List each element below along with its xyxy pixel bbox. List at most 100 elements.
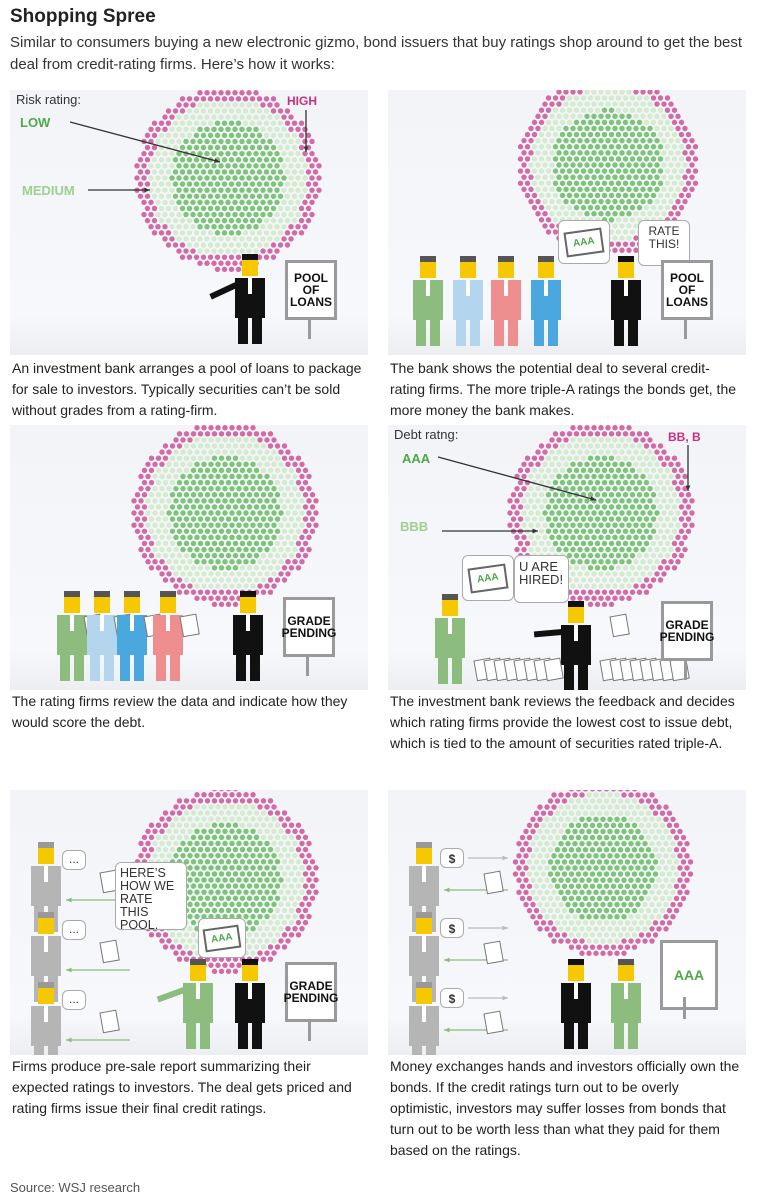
loan-dot (601, 467, 608, 474)
loan-dot (218, 211, 224, 218)
loan-dot (629, 131, 636, 138)
loan-dot (573, 443, 580, 449)
loan-dot (528, 174, 534, 180)
loan-dot (225, 175, 231, 181)
loan-dot (657, 119, 664, 126)
loan-dot (577, 522, 583, 528)
loan-dot (180, 840, 186, 847)
loan-dot (643, 95, 650, 101)
loan-dot (197, 895, 204, 901)
loan-dot (263, 169, 270, 175)
loan-dot (631, 798, 638, 804)
loan-dot (535, 498, 541, 504)
leg (614, 1023, 624, 1049)
loan-dot (524, 168, 531, 174)
loan-dot (264, 485, 270, 492)
loan-dot (197, 199, 203, 206)
loan-dot (151, 217, 158, 224)
loan-dot (298, 181, 305, 187)
loan-dot (253, 932, 260, 938)
loan-dot (577, 150, 583, 156)
loan-dot (654, 485, 660, 492)
loan-dot (197, 248, 203, 254)
loan-dot (267, 479, 274, 486)
loan-dot (190, 199, 196, 206)
loan-dot (291, 217, 298, 224)
loan-dot (645, 810, 652, 816)
head (190, 965, 206, 981)
loan-dot (563, 137, 569, 144)
loan-dot (299, 865, 305, 871)
loan-dot (652, 798, 659, 804)
loan-dot (561, 932, 568, 938)
arrow-head (444, 957, 450, 963)
loan-dot (270, 254, 277, 260)
loan-dot (281, 834, 288, 841)
loan-dot (246, 810, 253, 816)
loan-dot (208, 804, 214, 810)
loan-dot (285, 510, 291, 516)
loan-dot (197, 492, 204, 498)
loan-dot (607, 914, 613, 920)
hair (124, 591, 140, 597)
loan-dot (570, 90, 576, 95)
loan-dot (201, 583, 207, 589)
loan-dot (208, 816, 214, 822)
hair (160, 591, 176, 597)
loan-dot (239, 504, 246, 510)
loan-dot (656, 865, 662, 871)
loan-dot (173, 498, 179, 504)
loan-dot (232, 859, 239, 865)
loan-dot (288, 163, 294, 169)
loan-dot (598, 595, 604, 601)
loan-dot (222, 498, 228, 504)
loan-dot (610, 920, 617, 926)
loan-dot (162, 443, 169, 449)
loan-dot (131, 522, 137, 528)
loan-dot (281, 907, 288, 914)
loan-dot (545, 144, 552, 150)
loan-dot (678, 492, 685, 498)
loan-dot (179, 193, 186, 199)
loan-dot (305, 169, 312, 175)
loan-dot (295, 150, 301, 157)
loan-dot (267, 492, 274, 498)
loan-dot (643, 131, 650, 138)
loan-dot (577, 198, 583, 205)
banker-figure (235, 959, 265, 1049)
loan-dot (215, 522, 221, 528)
loan-dot (622, 589, 629, 595)
loan-dot (180, 852, 186, 859)
loan-dot (587, 504, 594, 510)
loan-dot (236, 498, 242, 504)
loan-dot (173, 522, 179, 528)
loan-dot (577, 113, 583, 119)
loan-dot (540, 847, 547, 853)
loan-dot (274, 516, 281, 522)
loan-dot (274, 528, 281, 534)
loan-dot (670, 828, 676, 835)
loan-dot (549, 150, 555, 156)
loan-dot (242, 169, 249, 175)
loan-dot (650, 144, 657, 150)
loan-dot (288, 114, 294, 120)
loan-dot (673, 822, 680, 829)
loan-dot (162, 504, 169, 510)
loan-dot (542, 522, 548, 528)
loan-dot (600, 914, 606, 920)
loan-dot (603, 810, 610, 816)
loan-dot (204, 150, 210, 157)
loan-dot (246, 443, 253, 449)
loan-dot (183, 163, 189, 169)
loan-dot (197, 150, 203, 157)
loan-dot (214, 108, 221, 114)
loan-dot (274, 236, 280, 242)
loan-dot (559, 95, 566, 101)
loan-dot (538, 144, 545, 150)
loan-dot (642, 914, 648, 920)
loan-dot (218, 248, 224, 254)
head (38, 918, 54, 934)
loan-dot (194, 437, 200, 443)
loan-dot (542, 510, 548, 516)
loan-dot (138, 522, 144, 528)
